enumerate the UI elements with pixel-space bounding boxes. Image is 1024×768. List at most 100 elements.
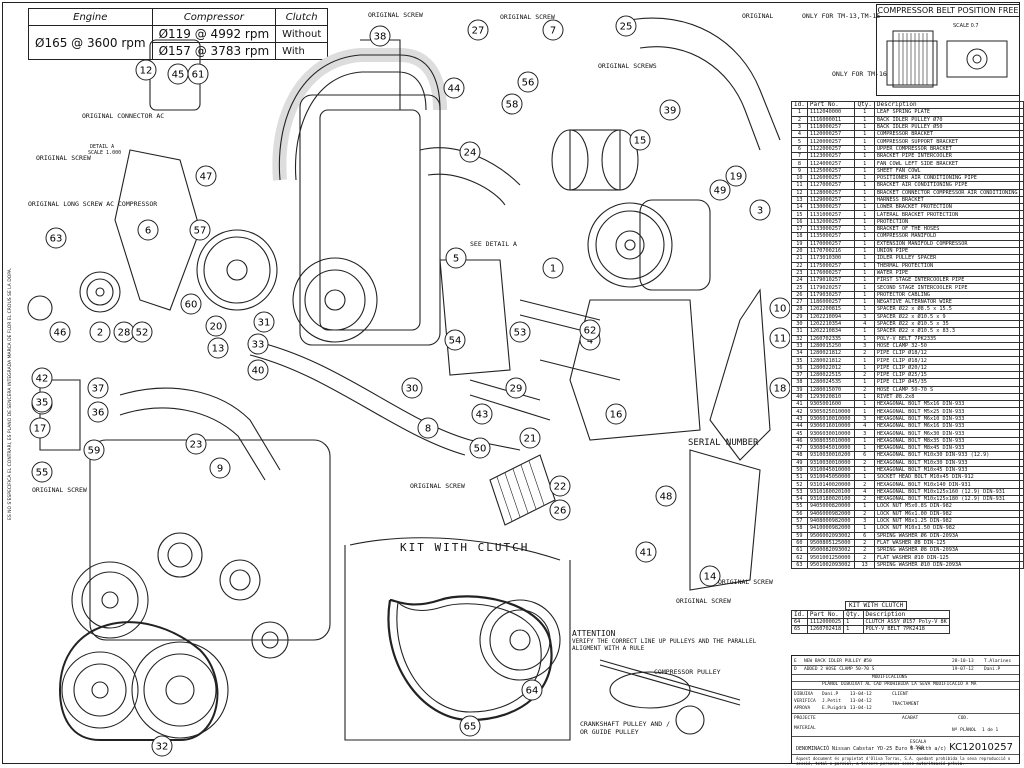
part-id: 64 xyxy=(791,617,808,627)
part-qty: 6 xyxy=(854,531,875,540)
kit-header-partno: Part No. xyxy=(806,610,845,619)
part-id: 6 xyxy=(791,144,808,154)
part-desc: PROTECTOR CABLING xyxy=(873,290,1024,300)
spec-engine-value: Ø165 @ 3600 rpm xyxy=(28,25,153,60)
part-id: 55 xyxy=(791,502,808,511)
callout-number: 15 xyxy=(634,136,647,147)
nplanol-label: Nº PLÀNOL xyxy=(952,728,977,733)
part-qty: 1 xyxy=(854,502,875,511)
callout-number: 11 xyxy=(774,334,787,345)
part-desc: UNION PIPE xyxy=(873,246,1024,256)
part-desc: HEXAGONAL BOLT M6x10 DIN-933 xyxy=(873,414,1024,424)
engine-spec-table: Engine Compressor Clutch Ø165 @ 3600 rpm… xyxy=(28,8,329,60)
part-id: 63 xyxy=(791,560,808,570)
callout-number: 19 xyxy=(730,172,743,183)
callout-number: 14 xyxy=(704,572,717,583)
part-id: 27 xyxy=(791,297,808,307)
part-qty: 1 xyxy=(854,297,875,307)
callout-60: 60 xyxy=(180,293,202,315)
attention-text: VERIFY THE CORRECT LINE UP PULLEYS AND T… xyxy=(572,638,757,652)
callout-62: 62 xyxy=(579,319,601,341)
belt-position-box: COMPRESSOR BELT POSITION FREE SCALE 0.7 xyxy=(876,4,1020,96)
part-qty: 1 xyxy=(854,181,875,190)
callout-29: 29 xyxy=(505,377,527,399)
part-desc: SPACER Ø22 x Ø10.5 x 9 xyxy=(873,312,1024,321)
callout-38: 38 xyxy=(369,25,391,47)
part-id: 19 xyxy=(791,239,808,248)
tractament-label: TRACTAMENT xyxy=(892,702,920,707)
callout-27: 27 xyxy=(467,19,489,41)
kit-header-id: Id. xyxy=(791,610,808,619)
part-qty: 1 xyxy=(854,122,875,132)
part-qty: 3 xyxy=(854,429,875,438)
callout-number: 65 xyxy=(464,722,477,733)
part-id: 45 xyxy=(791,429,808,438)
part-number: 1127000257 xyxy=(806,181,856,190)
callout-23: 23 xyxy=(185,433,207,455)
callout-number: 21 xyxy=(524,434,537,445)
part-number: 1280015250 xyxy=(806,341,856,351)
callout-42: 42 xyxy=(31,367,53,389)
callout-3: 3 xyxy=(749,199,771,221)
parts-header-id: Id. xyxy=(791,100,808,110)
denominacio-label: DENOMINACIÓ xyxy=(796,746,830,752)
part-number: 9310160020100 xyxy=(806,487,856,497)
label-original-screw-top2: ORIGINAL SCREW xyxy=(500,13,555,21)
part-id: 25 xyxy=(791,283,808,292)
callout-22: 22 xyxy=(549,475,571,497)
part-number: 9308045010000 xyxy=(806,443,856,453)
callout-number: 2 xyxy=(97,328,103,339)
part-id: 23 xyxy=(791,268,808,278)
part-id: 12 xyxy=(791,188,808,197)
part-id: 40 xyxy=(791,392,808,402)
rev-d-text: ADDED 2 HOSE CLAMP 50-70 S xyxy=(804,667,875,672)
callout-59: 59 xyxy=(83,439,105,461)
callout-1: 1 xyxy=(542,257,564,279)
part-desc: POSITIONER AIR CONDITIONING PIPE xyxy=(873,173,1024,183)
part-qty: 1 xyxy=(854,290,875,300)
callout-number: 42 xyxy=(36,374,49,385)
part-number: 1128000257 xyxy=(806,188,856,197)
callout-26: 26 xyxy=(549,499,571,521)
attention-note: ATTENTION VERIFY THE CORRECT LINE UP PUL… xyxy=(572,629,784,652)
part-qty: 2 xyxy=(854,480,875,489)
part-number: 1186000257 xyxy=(806,297,856,307)
part-number: 1280022515 xyxy=(806,370,856,380)
part-qty: 1 xyxy=(854,334,875,343)
escala-value: 0.500 xyxy=(910,746,924,751)
part-qty: 3 xyxy=(854,414,875,424)
part-number: 9501002093002 xyxy=(806,560,856,570)
client-label: CLIENT xyxy=(892,692,909,697)
part-id: 51 xyxy=(791,473,808,482)
part-desc: HEXAGONAL BOLT M10x140 DIN-931 xyxy=(873,480,1024,489)
part-id: 26 xyxy=(791,290,808,300)
part-desc: SPACER Ø22 x Ø10.5 x 35 xyxy=(873,319,1024,329)
part-number: 1130000257 xyxy=(806,203,856,212)
part-id: 57 xyxy=(791,516,808,526)
part-number: 1260702335 xyxy=(806,334,856,343)
part-number: 1179020257 xyxy=(806,283,856,292)
part-id: 53 xyxy=(791,487,808,497)
part-id: 5 xyxy=(791,137,808,146)
part-number: 9306010010000 xyxy=(806,414,856,424)
callout-number: 10 xyxy=(774,304,787,315)
dibuixa-label: DIBUIXA xyxy=(794,692,813,697)
part-desc: HEXAGONAL BOLT M10x30 DIN-933 xyxy=(873,458,1024,467)
